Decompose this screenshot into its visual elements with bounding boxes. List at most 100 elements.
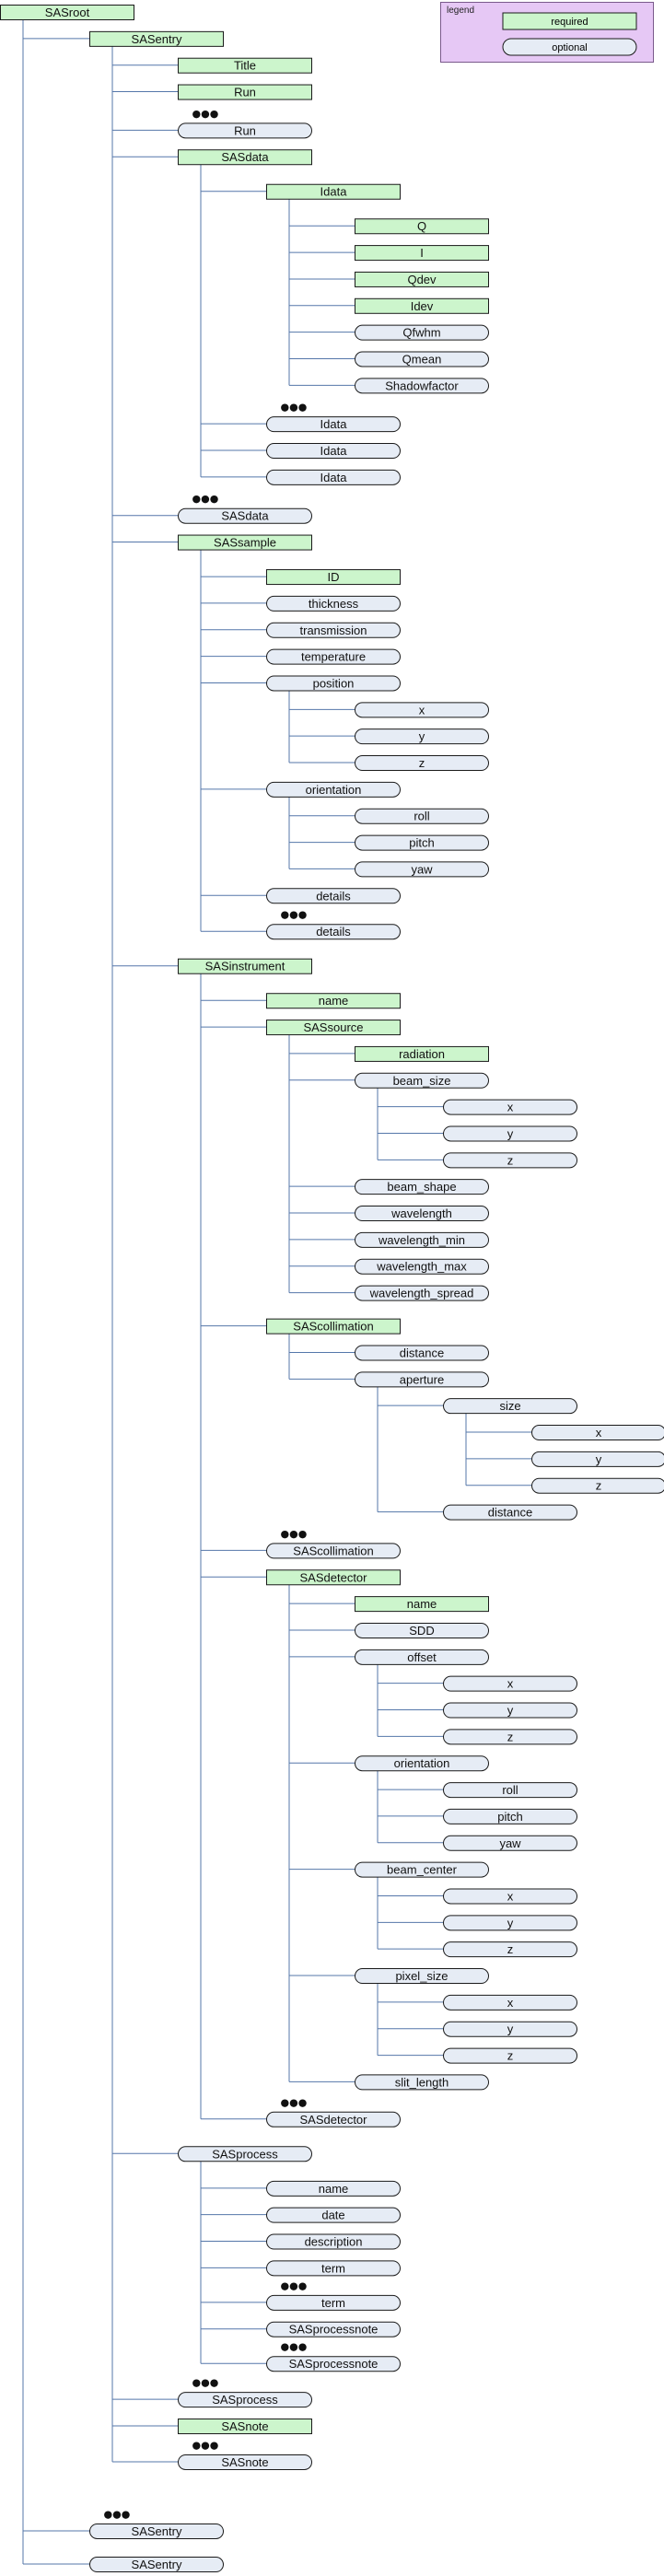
node-label: x (507, 1101, 514, 1114)
node-label: Idata (320, 185, 348, 199)
node-label: thickness (309, 597, 359, 611)
optional-node-box (443, 1994, 577, 2011)
node-label: roll (502, 1783, 518, 1797)
tree-node-distance: distance (443, 1504, 577, 1521)
node-label: orientation (306, 783, 362, 797)
node-label: x (596, 1426, 602, 1440)
node-label: SASsample (214, 536, 276, 550)
required-node-box (178, 57, 312, 74)
ellipsis-dots-icon: ●●● (281, 909, 308, 921)
optional-node-box (443, 1835, 577, 1851)
required-node-box (89, 30, 224, 47)
required-node-box (355, 297, 489, 314)
optional-node-box (355, 378, 489, 394)
tree-node-x: x (355, 702, 489, 718)
optional-node-box (443, 1152, 577, 1169)
node-label: SASprocessnote (289, 2323, 379, 2337)
node-label: slit_length (395, 2075, 449, 2089)
node-label: wavelength_max (376, 1260, 467, 1274)
required-node-box (266, 1318, 401, 1335)
required-node-box (266, 1569, 401, 1586)
tree-node-position: position (266, 675, 401, 692)
node-label: beam_center (387, 1863, 458, 1877)
tree-node-roll: roll (355, 808, 489, 824)
tree-node-sasprocess: SASprocess (178, 2146, 312, 2162)
node-label: offset (407, 1650, 437, 1664)
node-label: SASentry (132, 2524, 182, 2538)
node-label: yaw (499, 1836, 521, 1850)
tree-node-orientation: orientation (266, 781, 401, 798)
ellipsis-dots-icon: ●●● (192, 2439, 219, 2451)
optional-node-box (355, 1179, 489, 1195)
node-label: temperature (301, 650, 366, 664)
optional-node-box (266, 2233, 401, 2250)
node-label: SASprocess (212, 2393, 278, 2407)
node-label: roll (414, 810, 429, 823)
optional-node-box (355, 1861, 489, 1878)
optional-node-box (266, 2111, 401, 2127)
tree-node-title: Title (178, 57, 312, 74)
tree-node-details: details●●● (266, 909, 401, 940)
node-label: z (507, 1153, 514, 1167)
tree-node-distance: distance (355, 1345, 489, 1361)
node-label: Qfwhm (402, 326, 440, 340)
tree-node-sdd: SDD (355, 1622, 489, 1638)
required-node-box (178, 149, 312, 166)
node-label: x (507, 1996, 514, 2010)
tree-node-x: x (443, 1099, 577, 1115)
tree-node-x: x (443, 1675, 577, 1692)
tree-node-sassample: SASsample (178, 534, 312, 551)
ellipsis-dots-icon: ●●● (192, 2377, 219, 2389)
tree-node-idata: Idata (266, 469, 401, 485)
node-label: beam_shape (387, 1180, 456, 1194)
node-label: Idata (320, 471, 348, 484)
tree-node-id: ID (266, 569, 401, 586)
optional-node-box (531, 1425, 664, 1441)
node-label: y (507, 2022, 514, 2036)
optional-node-box (443, 1702, 577, 1719)
tree-node-sasentry: SASentry (89, 30, 224, 47)
tree-node-y: y (443, 1702, 577, 1719)
node-label: aperture (400, 1372, 444, 1386)
tree-node-radiation: radiation (355, 1045, 489, 1062)
tree-node-sasnote: SASnote (178, 2419, 312, 2435)
optional-node-box (355, 1968, 489, 1985)
node-label: SASprocessnote (289, 2357, 379, 2371)
tree-node-wavelength: wavelength (355, 1206, 489, 1222)
optional-node-box (266, 2260, 401, 2277)
node-label: orientation (394, 1756, 450, 1770)
optional-node-box (531, 1451, 664, 1467)
optional-node-box (443, 1125, 577, 1142)
tree-node-sasprocessnote: SASprocessnote (266, 2321, 401, 2337)
required-node-box (266, 183, 401, 200)
node-label: date (321, 2209, 344, 2222)
optional-node-box (266, 595, 401, 612)
node-label: SAScollimation (293, 1544, 373, 1557)
optional-node-box (355, 324, 489, 341)
optional-node-box (266, 416, 401, 433)
optional-node-box (266, 2207, 401, 2223)
required-node-box (355, 271, 489, 287)
node-label: name (319, 2182, 349, 2196)
optional-node-box (89, 2557, 224, 2573)
node-label: Shadowfactor (385, 379, 459, 392)
legend-optional-label: optional (552, 42, 588, 53)
optional-node-box (266, 2356, 401, 2372)
node-label: term (321, 2296, 345, 2310)
optional-node-box (443, 1729, 577, 1745)
tree-node-q: Q (355, 218, 489, 235)
node-label: position (313, 676, 355, 690)
node-label: SASentry (132, 2558, 182, 2571)
tree-node-temperature: temperature (266, 648, 401, 665)
optional-node-box (266, 2180, 401, 2197)
optional-node-box (443, 2047, 577, 2064)
tree-node-sasroot: SASroot (0, 5, 134, 20)
node-label: z (419, 756, 425, 770)
required-node-box (178, 2419, 312, 2435)
optional-node-box (266, 888, 401, 904)
tree-node-i: I (355, 245, 489, 262)
node-label: Idata (320, 417, 348, 431)
optional-node-box (531, 1477, 664, 1494)
tree-node-z: z (531, 1477, 664, 1494)
ellipsis-dots-icon: ●●● (104, 2508, 131, 2520)
